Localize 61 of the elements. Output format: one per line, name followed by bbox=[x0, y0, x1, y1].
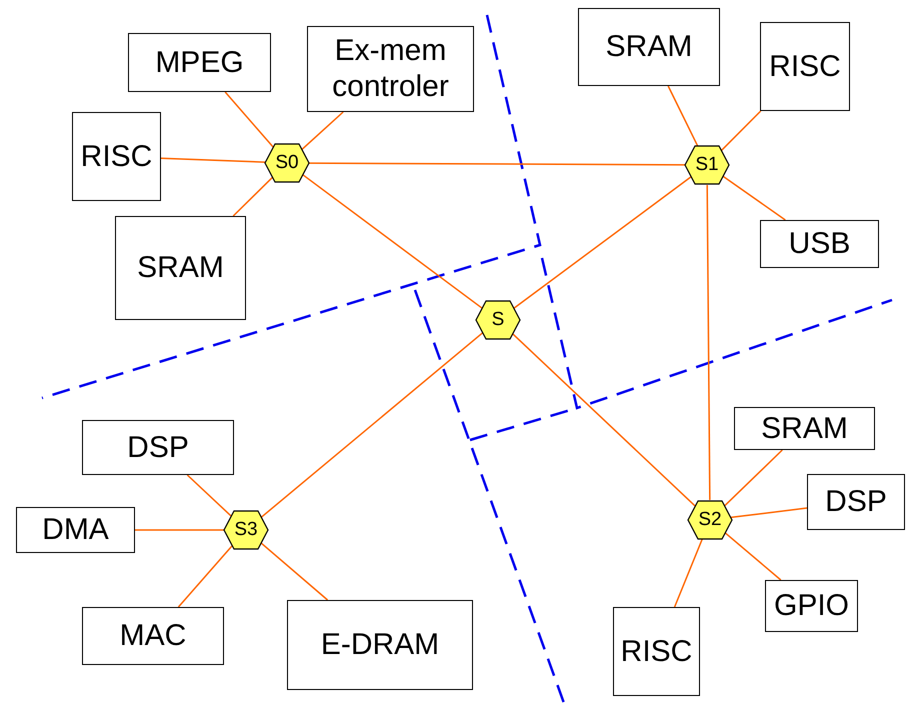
connector-line bbox=[722, 176, 786, 221]
component-box bbox=[760, 220, 879, 268]
switch-label: S1 bbox=[695, 154, 719, 176]
component-box bbox=[578, 8, 720, 86]
connector-line bbox=[706, 185, 711, 500]
switch-hexagon bbox=[687, 500, 733, 540]
connector-line bbox=[260, 542, 328, 601]
component-label: DMA bbox=[42, 512, 109, 548]
switch-hexagon bbox=[223, 510, 269, 550]
component-box bbox=[765, 580, 858, 632]
component-label: RISC bbox=[769, 48, 841, 84]
connector-line bbox=[260, 332, 484, 518]
connector-line bbox=[512, 333, 696, 507]
connector-line bbox=[186, 474, 232, 517]
component-label: MAC bbox=[120, 618, 186, 654]
component-label: SRAM bbox=[606, 29, 692, 65]
connector-line bbox=[135, 529, 226, 531]
component-box bbox=[82, 607, 224, 665]
connector-line bbox=[668, 86, 699, 148]
component-label: E-DRAM bbox=[320, 627, 440, 663]
switch-label: S bbox=[492, 309, 504, 331]
connector-line bbox=[674, 538, 704, 608]
connector-line bbox=[514, 176, 692, 309]
switch-label: S0 bbox=[275, 152, 299, 174]
connector-line bbox=[224, 92, 274, 148]
switch-label: S2 bbox=[698, 509, 722, 531]
switch-hexagon bbox=[264, 143, 310, 183]
component-label: DSP bbox=[825, 484, 887, 520]
connector-line bbox=[232, 176, 274, 217]
component-box bbox=[16, 507, 135, 553]
component-label: RISC bbox=[80, 138, 152, 174]
component-box bbox=[307, 26, 474, 112]
connector-line bbox=[302, 174, 482, 309]
connector-line bbox=[301, 111, 344, 150]
component-box bbox=[760, 22, 850, 111]
component-label: Ex-mem controler bbox=[331, 33, 450, 105]
switch-hexagon bbox=[684, 145, 730, 185]
component-label: RISC bbox=[620, 634, 692, 670]
component-label: USB bbox=[788, 226, 850, 262]
component-box bbox=[82, 420, 234, 475]
component-box bbox=[613, 607, 700, 696]
component-label: GPIO bbox=[774, 588, 849, 624]
connector-line bbox=[307, 162, 687, 166]
switch-hexagon bbox=[475, 300, 521, 340]
switch-label: S3 bbox=[234, 519, 258, 541]
connector-line bbox=[160, 157, 268, 163]
connector-line bbox=[730, 507, 808, 518]
component-box bbox=[807, 474, 905, 530]
component-box bbox=[128, 33, 271, 92]
connector-line bbox=[178, 544, 234, 608]
component-box bbox=[72, 112, 161, 201]
connector-line bbox=[724, 449, 783, 507]
component-box bbox=[734, 407, 875, 450]
component-box bbox=[115, 216, 246, 320]
connector-line bbox=[720, 110, 762, 152]
component-label: SRAM bbox=[137, 250, 224, 286]
component-label: DSP bbox=[127, 430, 189, 466]
component-label: MPEG bbox=[155, 44, 244, 80]
component-box bbox=[287, 600, 473, 690]
component-label: SRAM bbox=[761, 410, 848, 446]
connector-line bbox=[724, 532, 782, 581]
